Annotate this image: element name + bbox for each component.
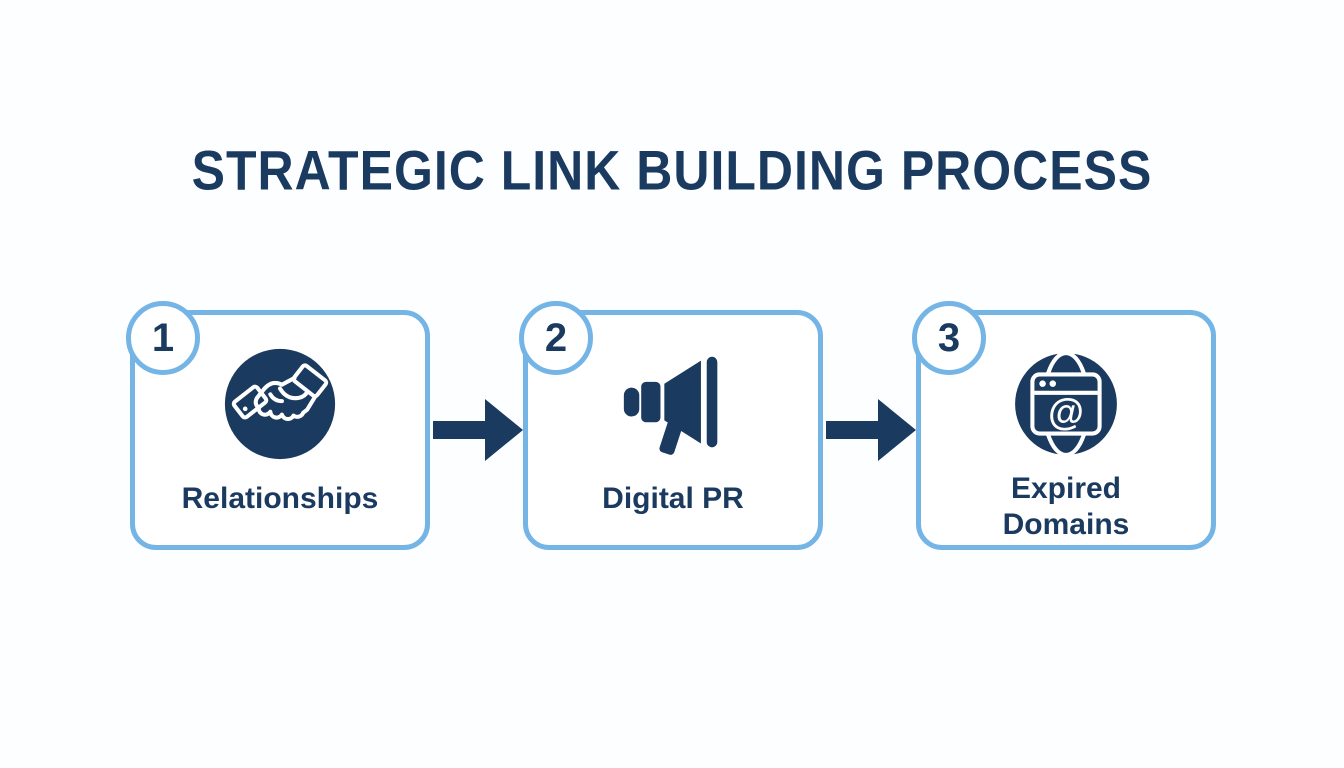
step-card-digital-pr: 2 Digital PR xyxy=(519,301,823,550)
megaphone-icon xyxy=(620,345,726,463)
handshake-icon xyxy=(222,345,338,463)
step-number: 3 xyxy=(937,316,961,360)
step-card-expired-domains: 3 @ Expired Domains xyxy=(912,301,1216,550)
step-number-badge: 3 xyxy=(912,301,986,375)
right-arrow-icon xyxy=(433,399,523,461)
page-title: STRATEGIC LINK BUILDING PROCESS xyxy=(191,139,1153,202)
svg-text:@: @ xyxy=(1048,391,1084,432)
step-label: Relationships xyxy=(181,482,379,515)
step-number: 1 xyxy=(151,316,175,360)
step-number: 2 xyxy=(544,316,568,360)
right-arrow-icon xyxy=(826,399,916,461)
step-label: Digital PR xyxy=(602,482,744,515)
step-label: Expired Domains xyxy=(1002,472,1130,541)
globe-browser-at-icon: @ xyxy=(1010,345,1122,463)
step-number-badge: 2 xyxy=(519,301,593,375)
step-card-relationships: 1 Relationships xyxy=(126,301,430,550)
step-number-badge: 1 xyxy=(126,301,200,375)
